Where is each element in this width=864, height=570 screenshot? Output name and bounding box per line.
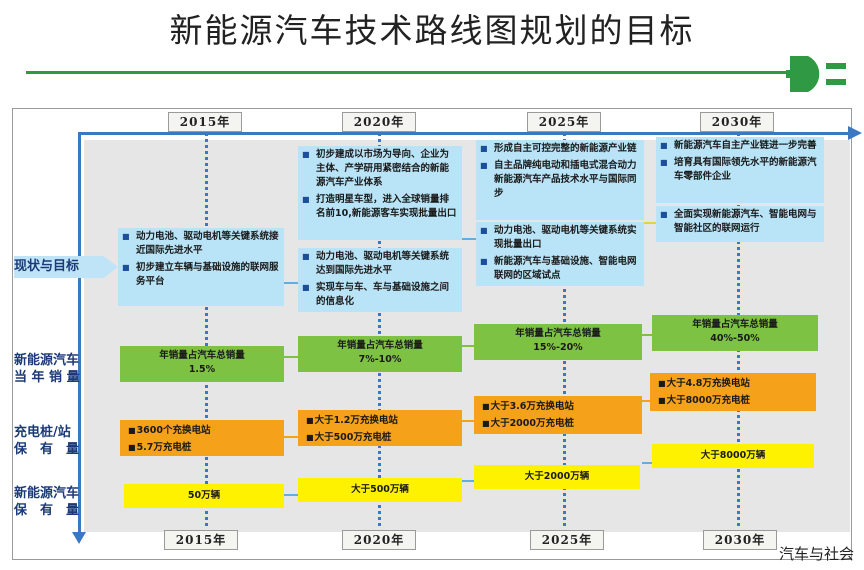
year-label-2020-top: 2020年 xyxy=(342,112,416,132)
charging-2015-list: 3600个充换电站5.7万充电桩 xyxy=(120,420,284,458)
list-item: 动力电池、驱动电机等关键系统达到国际先进水平 xyxy=(302,250,458,278)
goals-2020-top-list: 初步建成以市场为导向、企业为主体、产学研用紧密结合的新能源汽车产业体系打造明星车… xyxy=(298,146,462,226)
list-item: 打造明星车型，进入全球销量排名前10,新能源客车实现批量出口 xyxy=(302,193,458,221)
year-label-2025-top: 2025年 xyxy=(527,112,601,132)
sales-share-2025-box: 年销量占汽车总销量 15%-20% xyxy=(474,324,642,360)
row-label-stock: 新能源汽车 保 有 量 xyxy=(14,486,80,518)
stock-2020-box: 大于500万辆 xyxy=(298,478,462,502)
charging-connector-1 xyxy=(282,436,300,438)
sales-share-2030-value: 40%-50% xyxy=(710,333,760,344)
list-item: 大于2000万充电桩 xyxy=(482,415,634,432)
stock-connector-3 xyxy=(642,462,654,464)
goals-2015-list: 动力电池、驱动电机等关键系统接近国际先进水平初步建立车辆与基础设施的联网服务平台 xyxy=(118,228,284,294)
year-label-2015-bottom: 2015年 xyxy=(164,530,238,550)
list-item: 大于4.8万充换电站 xyxy=(658,375,808,392)
year-guide-2015 xyxy=(205,132,208,534)
sales-share-2015-label: 年销量占汽车总销量 xyxy=(159,350,245,361)
year-label-2025-bottom: 2025年 xyxy=(530,530,604,550)
time-axis xyxy=(78,126,862,140)
list-item: 3600个充换电站 xyxy=(128,422,276,439)
goals-connector-2 xyxy=(460,238,476,240)
sales-share-2020-box: 年销量占汽车总销量 7%-10% xyxy=(298,336,462,372)
list-item: 新能源汽车与基础设施、智能电网联网的区域试点 xyxy=(480,255,640,283)
list-item: 全面实现新能源汽车、智能电网与智能社区的联网运行 xyxy=(660,208,820,236)
sales-share-2030-box: 年销量占汽车总销量 40%-50% xyxy=(652,315,818,351)
list-item: 大于3.6万充换电站 xyxy=(482,398,634,415)
sales-connector-3 xyxy=(642,334,654,336)
goals-connector-3 xyxy=(642,222,656,224)
sales-share-2020-label: 年销量占汽车总销量 xyxy=(337,340,423,351)
goals-2020-bottom-list: 动力电池、驱动电机等关键系统达到国际先进水平实现车与车、车与基础设施之间的信息化 xyxy=(298,248,462,314)
list-item: 形成自主可控完整的新能源产业链 xyxy=(480,142,640,156)
charging-2020-list: 大于1.2万充换电站大于500万充电桩 xyxy=(298,410,462,448)
list-item: 5.7万充电桩 xyxy=(128,439,276,456)
stock-connector-2 xyxy=(460,480,476,482)
goals-label-arrow xyxy=(14,256,118,278)
sales-share-2015-box: 年销量占汽车总销量 1.5% xyxy=(120,346,284,382)
sales-share-2030-label: 年销量占汽车总销量 xyxy=(692,319,778,330)
list-item: 培育具有国际领先水平的新能源汽车零部件企业 xyxy=(660,156,820,184)
goals-2025-bottom-list: 动力电池、驱动电机等关键系统实现批量出口新能源汽车与基础设施、智能电网联网的区域… xyxy=(476,222,644,288)
goals-2020-bottom-box: 动力电池、驱动电机等关键系统达到国际先进水平实现车与车、车与基础设施之间的信息化 xyxy=(298,248,462,312)
sales-connector-1 xyxy=(282,356,300,358)
charging-2025-list: 大于3.6万充换电站大于2000万充电桩 xyxy=(474,396,642,434)
list-item: 动力电池、驱动电机等关键系统接近国际先进水平 xyxy=(122,230,280,258)
list-item: 实现车与车、车与基础设施之间的信息化 xyxy=(302,281,458,309)
charging-2030-box: 大于4.8万充换电站大于8000万充电桩 xyxy=(650,373,816,411)
year-guide-2020 xyxy=(378,132,381,534)
goals-2030-bottom-list: 全面实现新能源汽车、智能电网与智能社区的联网运行 xyxy=(656,206,824,241)
charging-2015-box: 3600个充换电站5.7万充电桩 xyxy=(120,420,284,456)
sales-share-2020-value: 7%-10% xyxy=(358,354,402,365)
year-label-2030-top: 2030年 xyxy=(700,112,774,132)
plug-icon xyxy=(786,52,848,100)
goals-2020-top-box: 初步建成以市场为导向、企业为主体、产学研用紧密结合的新能源汽车产业体系打造明星车… xyxy=(298,146,462,240)
charging-2025-box: 大于3.6万充换电站大于2000万充电桩 xyxy=(474,396,642,434)
goals-2025-top-list: 形成自主可控完整的新能源产业链自主品牌纯电动和插电式混合动力新能源汽车产品技术水… xyxy=(476,140,644,206)
list-item: 大于8000万充电桩 xyxy=(658,392,808,409)
list-item: 新能源汽车自主产业链进一步完善 xyxy=(660,139,820,153)
goals-2030-top-box: 新能源汽车自主产业链进一步完善培育具有国际领先水平的新能源汽车零部件企业 xyxy=(656,137,824,203)
goals-2025-bottom-box: 动力电池、驱动电机等关键系统实现批量出口新能源汽车与基础设施、智能电网联网的区域… xyxy=(476,222,644,286)
charging-connector-3 xyxy=(642,400,654,402)
stock-2025-box: 大于2000万辆 xyxy=(474,465,640,489)
sales-share-2025-value: 15%-20% xyxy=(533,342,583,353)
list-item: 初步建成以市场为导向、企业为主体、产学研用紧密结合的新能源汽车产业体系 xyxy=(302,148,458,190)
stock-2030-box: 大于8000万辆 xyxy=(652,444,814,468)
title-underline xyxy=(26,71,794,74)
sales-share-2025-label: 年销量占汽车总销量 xyxy=(515,328,601,339)
page-title: 新能源汽车技术路线图规划的目标 xyxy=(169,11,695,50)
year-label-2030-bottom: 2030年 xyxy=(703,530,777,550)
row-label-goals: 现状与目标 xyxy=(14,259,80,274)
list-item: 大于500万充电桩 xyxy=(306,429,454,446)
list-item: 初步建立车辆与基础设施的联网服务平台 xyxy=(122,261,280,289)
goals-2030-top-list: 新能源汽车自主产业链进一步完善培育具有国际领先水平的新能源汽车零部件企业 xyxy=(656,137,824,189)
goals-2015-box: 动力电池、驱动电机等关键系统接近国际先进水平初步建立车辆与基础设施的联网服务平台 xyxy=(118,228,284,306)
sales-connector-2 xyxy=(460,345,476,347)
row-label-charging: 充电桩/站 保 有 量 xyxy=(14,425,80,457)
charging-2030-list: 大于4.8万充换电站大于8000万充电桩 xyxy=(650,373,816,411)
charging-2020-box: 大于1.2万充换电站大于500万充电桩 xyxy=(298,410,462,446)
stock-connector-1 xyxy=(282,494,300,496)
goals-connector-1 xyxy=(282,282,300,284)
list-item: 动力电池、驱动电机等关键系统实现批量出口 xyxy=(480,224,640,252)
list-item: 大于1.2万充换电站 xyxy=(306,412,454,429)
year-label-2015-top: 2015年 xyxy=(168,112,242,132)
sales-share-2015-value: 1.5% xyxy=(188,364,216,375)
source-watermark: 汽车与社会 xyxy=(778,545,854,563)
row-label-sales-share: 新能源汽车 当 年 销 量 xyxy=(14,353,80,385)
list-item: 自主品牌纯电动和插电式混合动力新能源汽车产品技术水平与国际同步 xyxy=(480,159,640,201)
stock-2015-box: 50万辆 xyxy=(124,484,284,508)
goals-2030-bottom-box: 全面实现新能源汽车、智能电网与智能社区的联网运行 xyxy=(656,206,824,242)
goals-2025-top-box: 形成自主可控完整的新能源产业链自主品牌纯电动和插电式混合动力新能源汽车产品技术水… xyxy=(476,140,644,220)
category-axis xyxy=(72,132,86,544)
charging-connector-2 xyxy=(460,420,476,422)
year-label-2020-bottom: 2020年 xyxy=(342,530,416,550)
